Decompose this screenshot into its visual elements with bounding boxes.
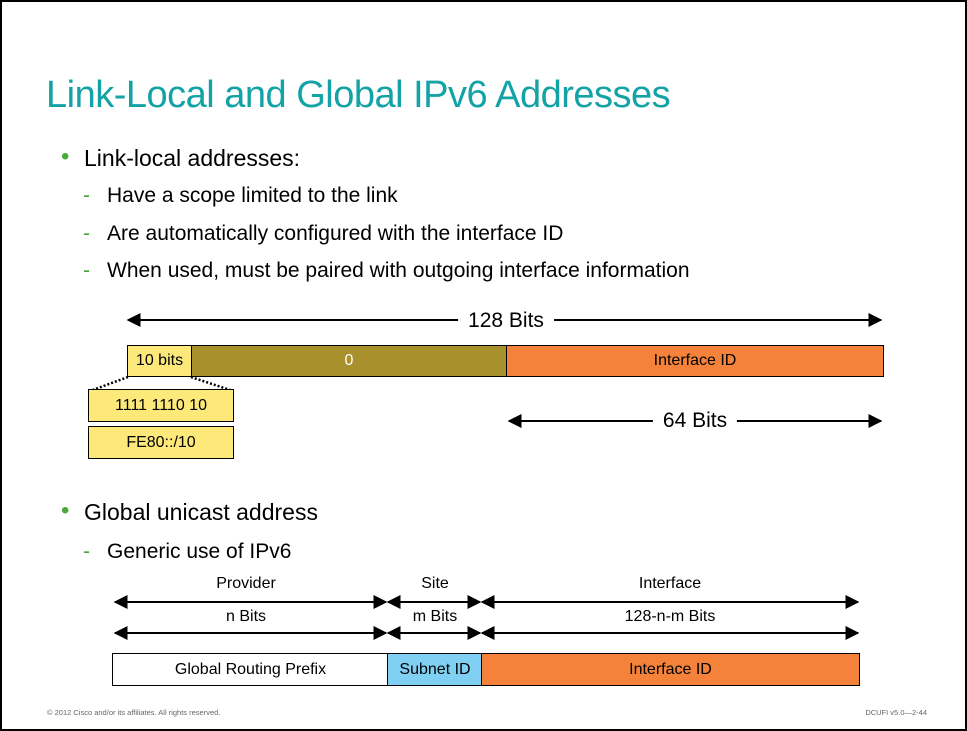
field-global-routing-prefix: Global Routing Prefix xyxy=(112,653,389,686)
field-global-interface-id: Interface ID xyxy=(481,653,860,686)
field-subnet-id: Subnet ID xyxy=(387,653,483,686)
bullet-dot-icon: • xyxy=(61,497,70,524)
subpoint-autoconfig: - Are automatically configured with the … xyxy=(83,222,564,246)
dash-icon: - xyxy=(83,184,90,207)
slide-title: Link-Local and Global IPv6 Addresses xyxy=(46,74,671,116)
subpoint-scope: - Have a scope limited to the link xyxy=(83,184,398,208)
label-128-n-m-bits: 128-n-m Bits xyxy=(624,608,716,625)
label-provider: Provider xyxy=(216,575,276,592)
subpoint-text: Have a scope limited to the link xyxy=(107,184,398,207)
field-interface-id: Interface ID xyxy=(506,345,884,377)
subpoint-text: Generic use of IPv6 xyxy=(107,540,292,563)
bullet-link-local: • Link-local addresses: xyxy=(61,143,301,172)
subpoint-generic-use: - Generic use of IPv6 xyxy=(83,540,292,564)
bullet-global-unicast: • Global unicast address xyxy=(61,497,318,526)
subpoint-paired: - When used, must be paired with outgoin… xyxy=(83,259,690,283)
label-m-bits: m Bits xyxy=(412,608,458,625)
bullet-global-text: Global unicast address xyxy=(84,499,318,525)
bullet-dot-icon: • xyxy=(61,143,70,170)
footer-copyright: © 2012 Cisco and/or its affiliates. All … xyxy=(47,708,221,717)
prefix-notation-box: FE80::/10 xyxy=(88,426,234,459)
label-n-bits: n Bits xyxy=(225,608,267,625)
dash-icon: - xyxy=(83,540,90,563)
subpoint-text: Are automatically configured with the in… xyxy=(107,222,564,245)
dash-icon: - xyxy=(83,222,90,245)
label-site: Site xyxy=(421,575,449,592)
label-128-bits: 128 Bits xyxy=(458,309,554,333)
label-interface: Interface xyxy=(638,575,702,592)
dotted-expand-right xyxy=(190,375,234,393)
bullet-link-local-text: Link-local addresses: xyxy=(84,145,301,171)
footer-course-id: DCUFI v5.0—2-44 xyxy=(865,708,927,717)
prefix-binary-box: 1111 1110 10 xyxy=(88,389,234,422)
field-prefix-10-bits: 10 bits xyxy=(127,345,192,377)
dotted-expand-left xyxy=(89,375,129,393)
subpoint-text: When used, must be paired with outgoing … xyxy=(107,259,690,282)
label-64-bits: 64 Bits xyxy=(652,409,738,433)
dash-icon: - xyxy=(83,259,90,282)
field-zero: 0 xyxy=(191,345,507,377)
